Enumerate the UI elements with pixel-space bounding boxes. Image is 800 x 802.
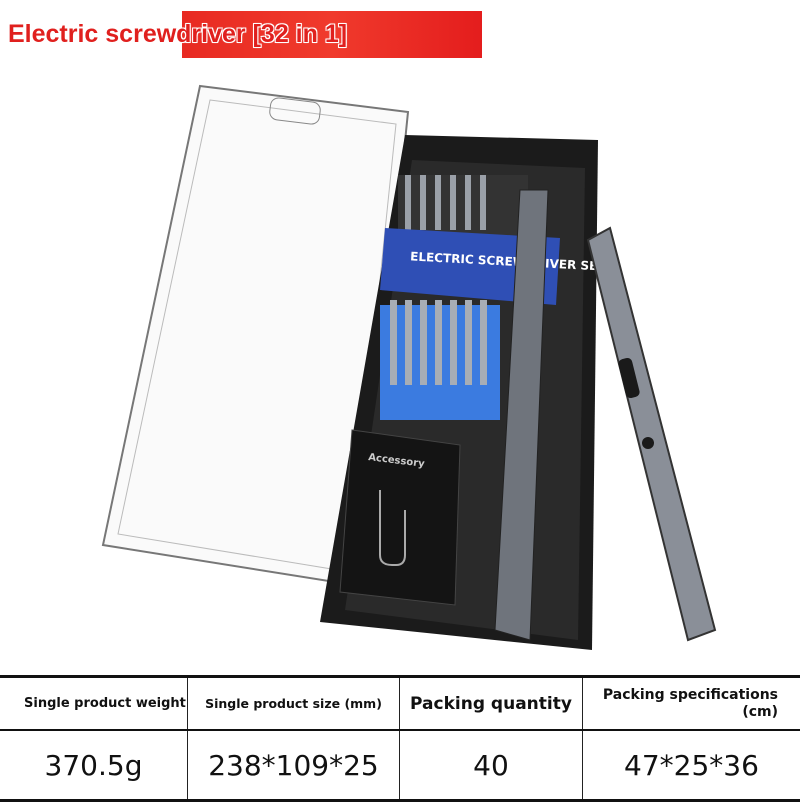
header-weight: Single product weight bbox=[0, 677, 188, 731]
driver-button bbox=[642, 437, 654, 449]
value-quantity: 40 bbox=[400, 730, 583, 801]
bit-holder-bottom bbox=[380, 300, 500, 420]
header-quantity: Packing quantity bbox=[400, 677, 583, 731]
value-size: 238*109*25 bbox=[188, 730, 400, 801]
page-title: Electric screwdriver [32 in 1] bbox=[8, 20, 347, 49]
value-weight: 370.5g bbox=[0, 730, 188, 801]
spec-value-row: 370.5g 238*109*25 40 47*25*36 bbox=[0, 730, 800, 801]
value-packing-spec: 47*25*36 bbox=[583, 730, 800, 801]
header-size: Single product size (mm) bbox=[188, 677, 400, 731]
spec-header-row: Single product weight Single product siz… bbox=[0, 677, 800, 731]
spec-table: Single product weight Single product siz… bbox=[0, 675, 800, 802]
bit-holder-top bbox=[398, 175, 528, 235]
product-image: ELECTRIC SCREWDRIVER SET Accessory bbox=[0, 70, 800, 670]
electric-screwdriver bbox=[588, 228, 715, 640]
header-packing-spec: Packing specifications (cm) bbox=[583, 677, 800, 731]
